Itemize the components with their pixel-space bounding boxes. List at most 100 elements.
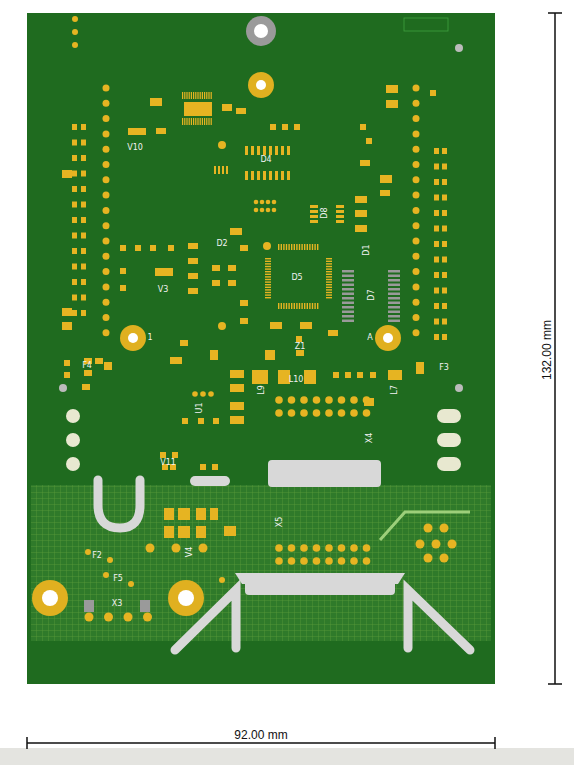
reference-designator: V4 [186,547,194,558]
smd-pad [265,287,271,288]
smd-pad [310,220,318,223]
smd-pad [312,244,313,250]
smd-pad [120,245,126,251]
smd-pad [251,146,254,155]
smd-pad [307,303,308,309]
reference-designator: F3 [439,364,449,372]
smd-pad [299,244,300,250]
through-hole-pad [288,409,296,417]
through-hole-pad [363,409,371,417]
smd-pad [342,297,354,300]
smd-pad [211,92,212,99]
smd-pad [200,464,206,470]
through-hole-pad [413,283,420,290]
smd-pad [434,272,439,278]
smd-pad [442,210,447,216]
smd-pad [72,171,77,177]
through-hole-pad [103,100,110,107]
smd-pad [388,270,400,273]
smd-pad [314,244,315,250]
through-hole-pad [103,283,110,290]
smd-pad [200,118,201,125]
through-hole-pad [363,396,371,404]
smd-pad [434,257,439,263]
smd-pad [360,124,366,130]
through-hole-pad [275,396,283,404]
smd-pad [442,334,447,340]
smd-pad [188,273,198,279]
through-hole-pad [103,299,110,306]
smd-pad [380,190,390,196]
smd-pad [294,303,295,309]
smd-pad [265,284,271,285]
smd-pad [282,124,288,130]
smd-pad [336,205,344,208]
through-hole-pad [218,322,226,330]
smd-pad [386,100,398,108]
through-hole-pad [254,208,259,213]
reference-designator: D2 [216,240,227,248]
smd-pad [251,171,254,180]
smd-pad [206,118,207,125]
smd-pad [265,263,271,264]
smd-pad [62,170,72,178]
smd-pad [193,92,194,99]
through-hole-pad [219,577,225,583]
through-hole-pad [350,396,358,404]
smd-pad [263,171,266,180]
smd-pad [222,104,232,111]
smd-pad [182,92,183,99]
smd-pad [326,274,332,275]
reference-designator: D7 [368,289,376,300]
through-hole-pad [413,85,420,92]
smd-pad [128,128,146,135]
smd-pad [263,146,266,155]
smd-pad [81,233,86,239]
smd-pad [120,268,126,274]
through-hole-pad [218,141,226,149]
smd-pad [265,350,275,360]
smd-pad [82,384,90,390]
smd-pad [442,257,447,263]
through-hole-pad [103,130,110,137]
through-hole-pad [107,557,113,563]
through-hole-pad [325,544,333,552]
smd-pad [210,350,218,360]
smd-pad [301,244,302,250]
through-hole-pad [272,208,277,213]
smd-pad [326,268,332,269]
smd-pad [326,289,332,290]
smd-pad [336,215,344,218]
smd-pad [178,526,190,538]
smd-pad [182,118,183,125]
through-hole-pad [103,572,109,578]
through-hole-pad [413,192,420,199]
smd-pad [257,171,260,180]
through-hole-pad [432,540,441,549]
smd-pad [294,244,295,250]
smd-pad [210,508,218,520]
smd-pad [81,202,86,208]
through-hole-pad [266,208,271,213]
dimension-label: 132.00 mm [541,318,553,382]
smd-pad [212,265,220,271]
smd-pad [434,303,439,309]
through-hole-pad [413,314,420,321]
smd-pad [388,293,400,296]
smd-pad [164,508,174,520]
smd-pad [81,140,86,146]
smd-pad [416,362,424,374]
through-hole-pad [275,544,283,552]
smd-pad [300,322,312,329]
smd-pad [296,336,302,342]
through-hole-pad [272,200,277,205]
through-hole-pad [313,544,321,552]
through-hole-pad [263,242,271,250]
smd-pad [72,186,77,192]
smd-pad [314,303,315,309]
through-hole-pad [413,115,420,122]
smd-pad [296,303,297,309]
reference-designator: D5 [291,274,302,282]
board [27,13,495,684]
smd-pad [442,241,447,247]
